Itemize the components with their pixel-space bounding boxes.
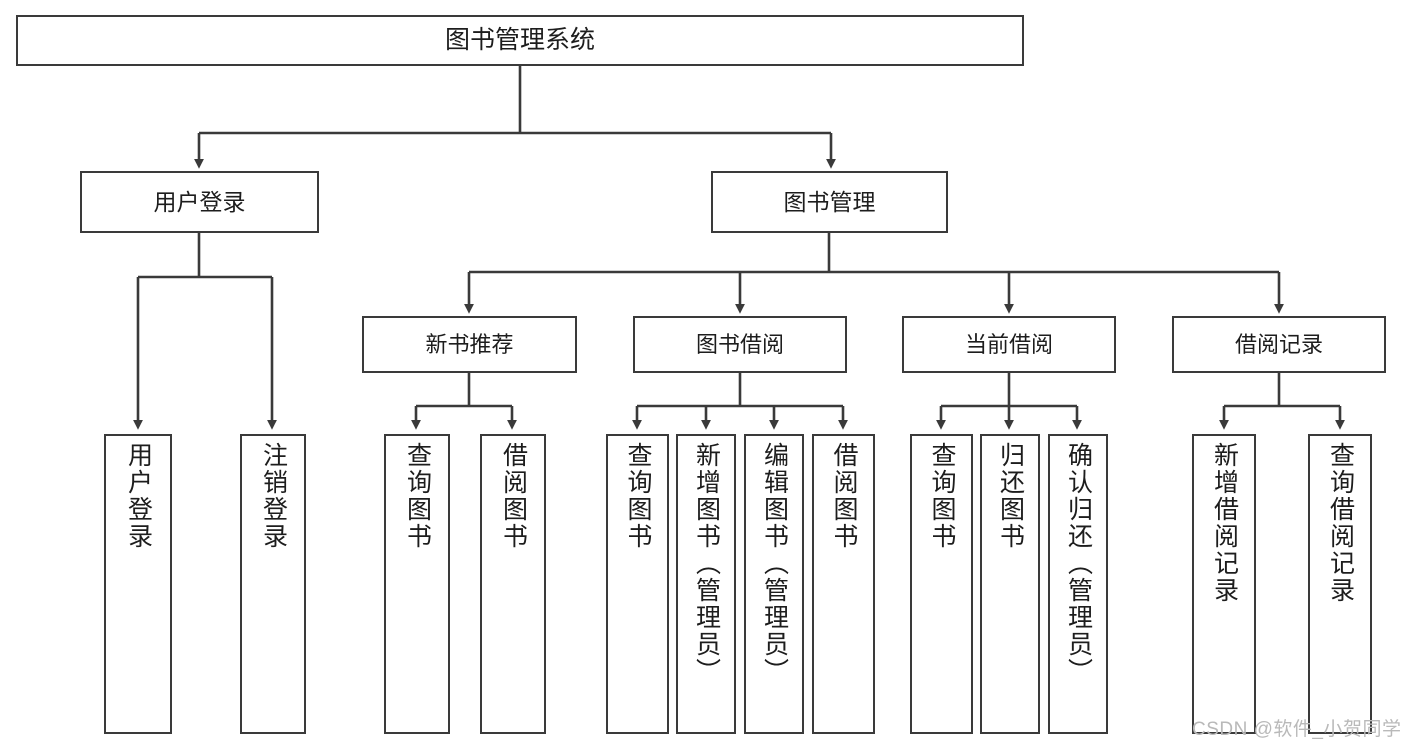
leaf-nb-borrow-book[interactable]: 借阅图书 [480,434,546,734]
leaf-label: 查询图书 [403,442,432,550]
leaf-label: 注销登录 [259,442,288,550]
node-label: 借阅记录 [1234,331,1323,357]
watermark: CSDN @软件_小贺同学 [1192,719,1402,740]
node-label: 图书管理 [783,188,876,215]
node-label: 当前借阅 [964,331,1053,357]
node-book-borrow[interactable]: 图书借阅 [633,316,847,373]
leaf-cb-confirm-return-admin[interactable]: 确认归还（管理员） [1048,434,1108,734]
leaf-label: 编辑图书（管理员） [760,442,789,685]
leaf-label: 查询借阅记录 [1326,442,1355,604]
leaf-cb-return-book[interactable]: 归还图书 [980,434,1040,734]
node-user-login[interactable]: 用户登录 [80,171,319,233]
node-label: 新书推荐 [425,331,514,357]
leaf-cb-query-book[interactable]: 查询图书 [910,434,973,734]
leaf-bb-add-book-admin[interactable]: 新增图书（管理员） [676,434,736,734]
leaf-label: 借阅图书 [830,442,858,550]
node-label: 图书借阅 [695,331,784,357]
node-root-system[interactable]: 图书管理系统 [16,15,1024,66]
node-borrow-record[interactable]: 借阅记录 [1172,316,1386,373]
leaf-label: 新增借阅记录 [1210,442,1239,604]
node-book-management[interactable]: 图书管理 [711,171,948,233]
leaf-label: 查询图书 [928,442,956,550]
leaf-label: 查询图书 [624,442,652,550]
leaf-label: 借阅图书 [499,442,528,550]
node-label: 用户登录 [153,188,246,215]
leaf-label: 用户登录 [124,442,153,550]
leaf-bb-edit-book-admin[interactable]: 编辑图书（管理员） [744,434,804,734]
leaf-label: 归还图书 [996,442,1025,550]
leaf-nb-query-book[interactable]: 查询图书 [384,434,450,734]
leaf-logout[interactable]: 注销登录 [240,434,306,734]
leaf-label: 新增图书（管理员） [692,442,721,685]
node-label: 图书管理系统 [444,26,595,55]
leaf-bb-borrow-book[interactable]: 借阅图书 [812,434,875,734]
leaf-bb-query-book[interactable]: 查询图书 [606,434,669,734]
leaf-br-query-record[interactable]: 查询借阅记录 [1308,434,1372,734]
node-new-book-recommend[interactable]: 新书推荐 [362,316,577,373]
leaf-label: 确认归还（管理员） [1064,442,1093,685]
leaf-br-add-record[interactable]: 新增借阅记录 [1192,434,1256,734]
leaf-user-login[interactable]: 用户登录 [104,434,172,734]
node-current-borrow[interactable]: 当前借阅 [902,316,1116,373]
